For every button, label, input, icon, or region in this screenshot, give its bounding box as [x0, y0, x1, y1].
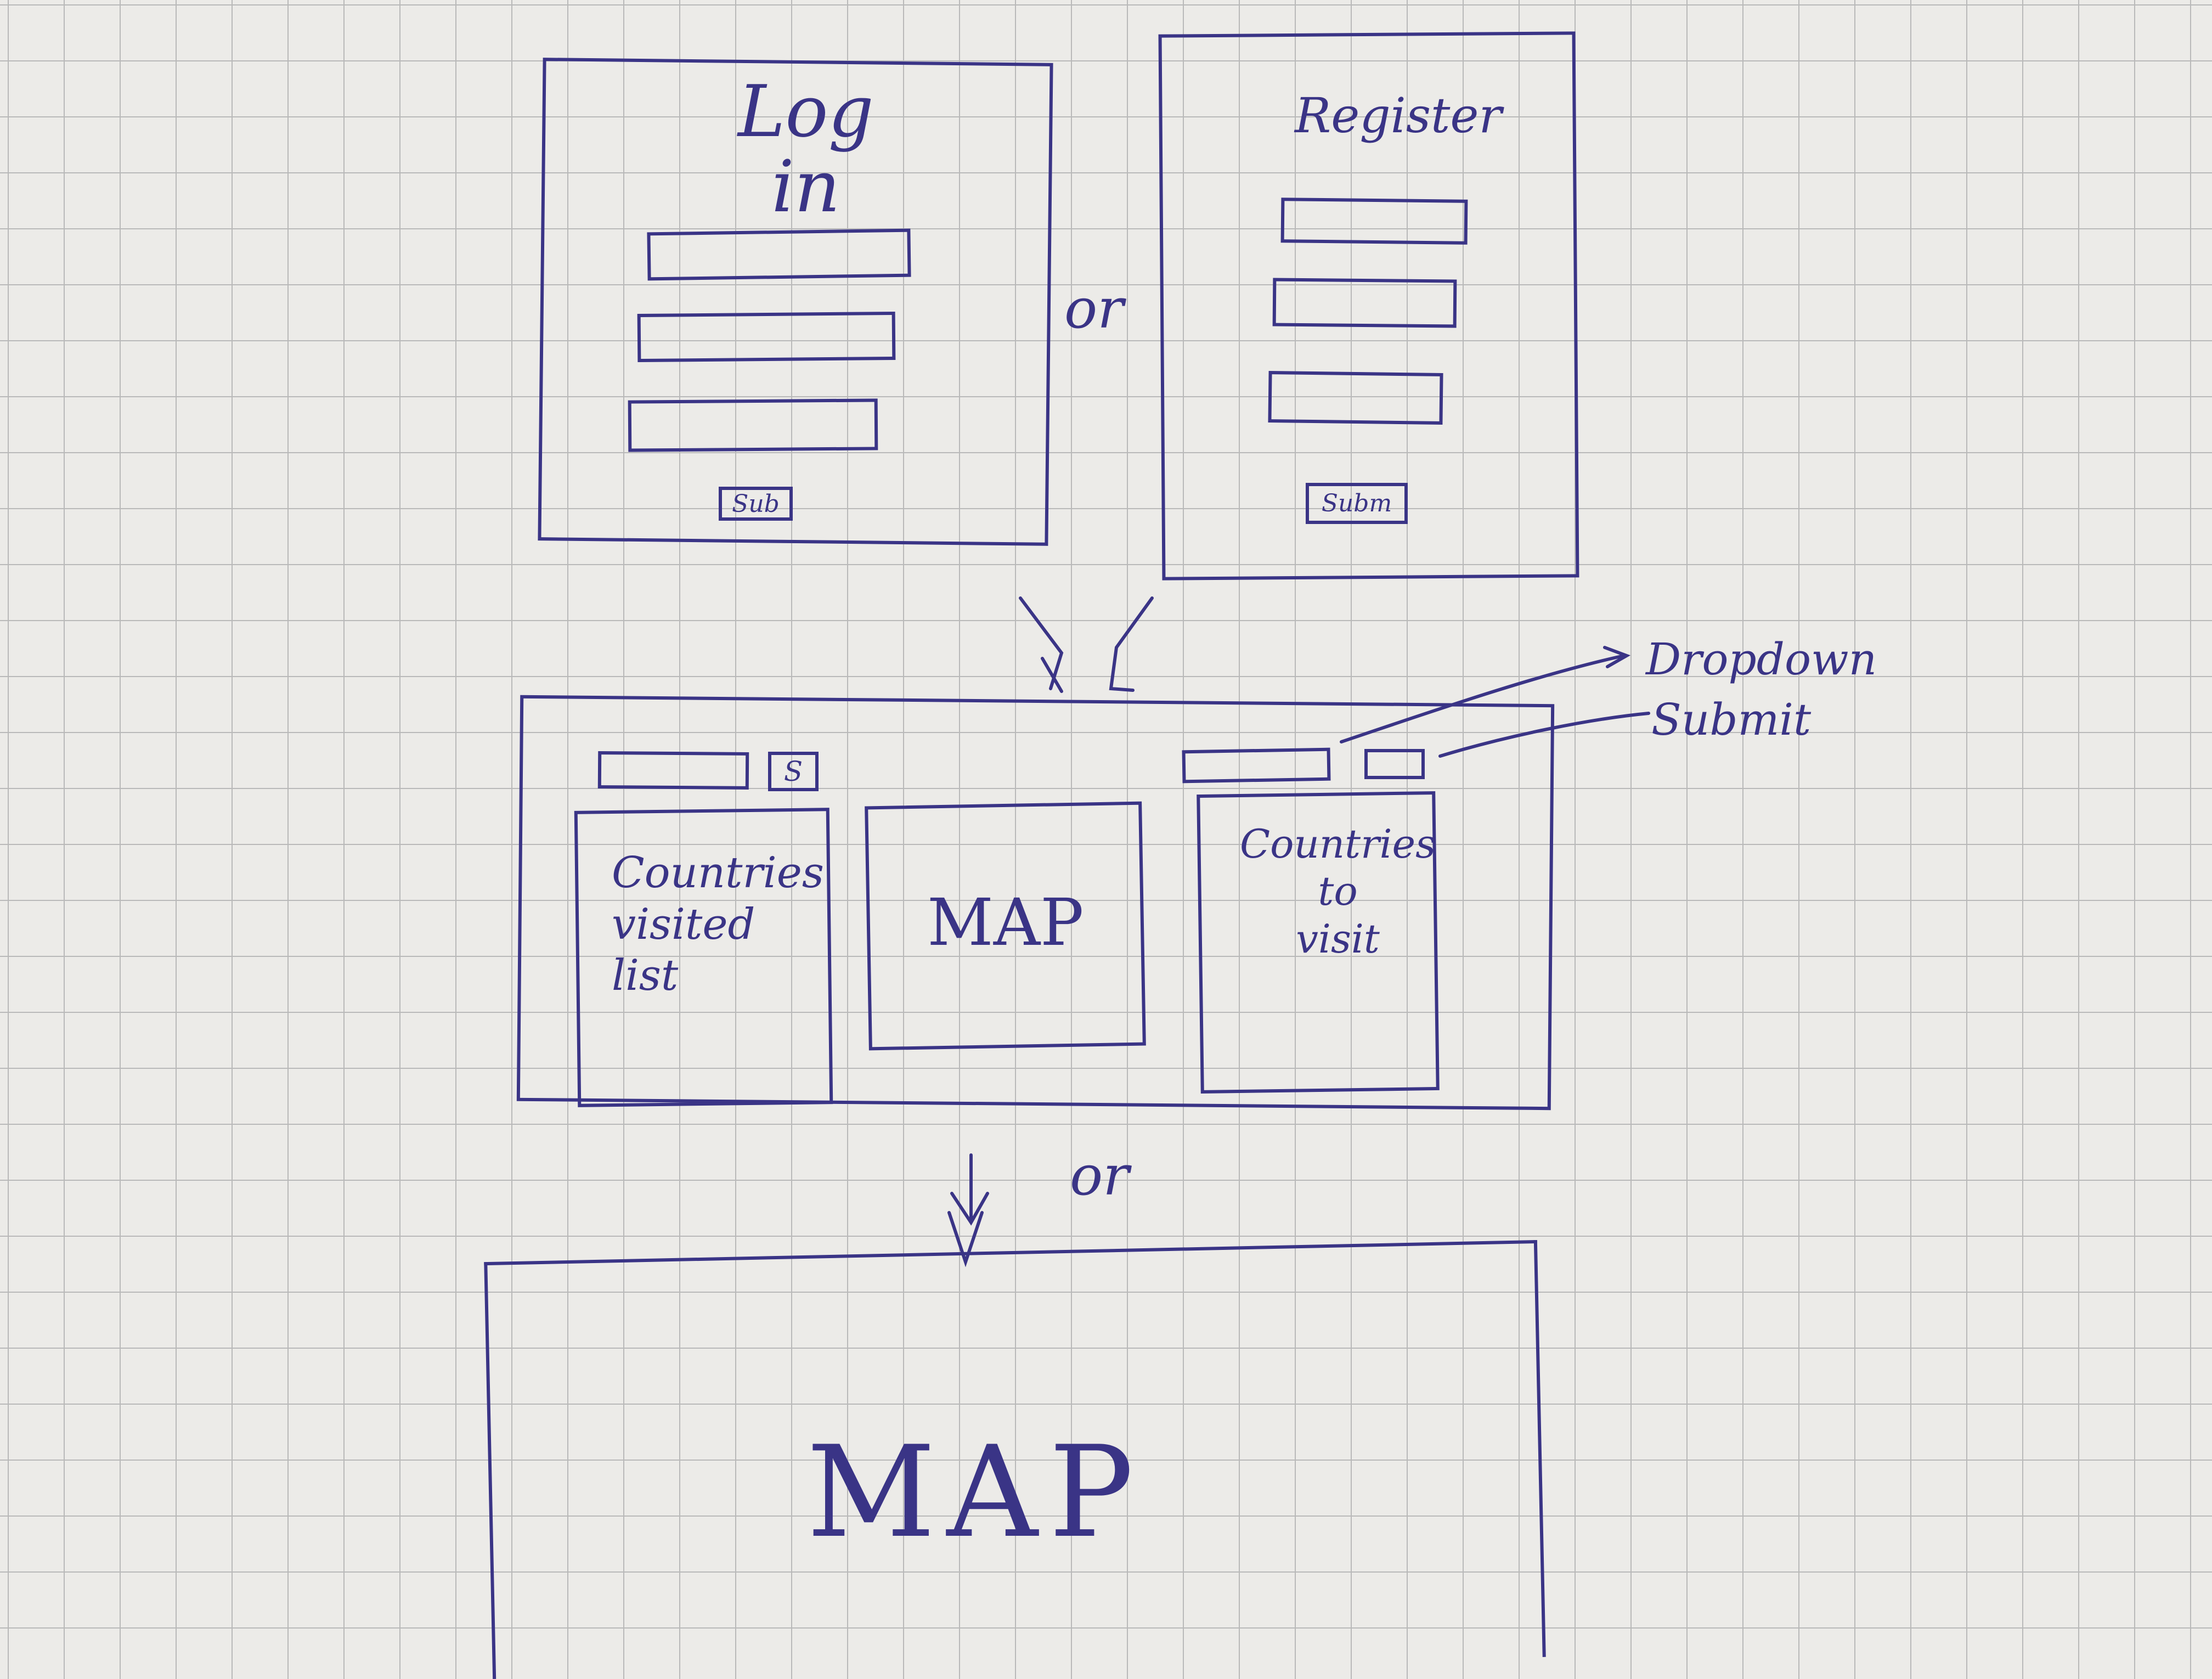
- annotation-dropdown: Dropdown: [1646, 634, 1877, 685]
- register-title: Register: [1295, 87, 1502, 144]
- visited-countries-label: Countries visited list: [612, 848, 824, 1001]
- to-visit-submit-button[interactable]: [1364, 749, 1425, 779]
- visited-search-input[interactable]: [597, 751, 749, 790]
- visited-search-button[interactable]: S: [768, 752, 819, 791]
- submit-leader-line: [1438, 712, 1650, 758]
- dropdown-leader-line: [1340, 646, 1631, 743]
- login-submit-button[interactable]: Sub: [719, 487, 793, 521]
- to-visit-dropdown[interactable]: [1182, 747, 1331, 784]
- arrow-from-login: [1019, 596, 1064, 693]
- connector-or-top: or: [1064, 277, 1124, 341]
- register-submit-button[interactable]: Subm: [1306, 483, 1408, 524]
- arrow-down-bottom: [947, 1153, 989, 1267]
- annotation-submit: Submit: [1651, 694, 1812, 745]
- to-visit-countries-label: Countries to visit: [1240, 821, 1436, 962]
- login-title: Log in: [738, 70, 874, 228]
- fullscreen-map-label: MAP: [806, 1419, 1145, 1566]
- arrow-from-register: [1109, 596, 1154, 692]
- dashboard-map-label: MAP: [927, 884, 1084, 960]
- connector-or-bottom: or: [1070, 1143, 1130, 1208]
